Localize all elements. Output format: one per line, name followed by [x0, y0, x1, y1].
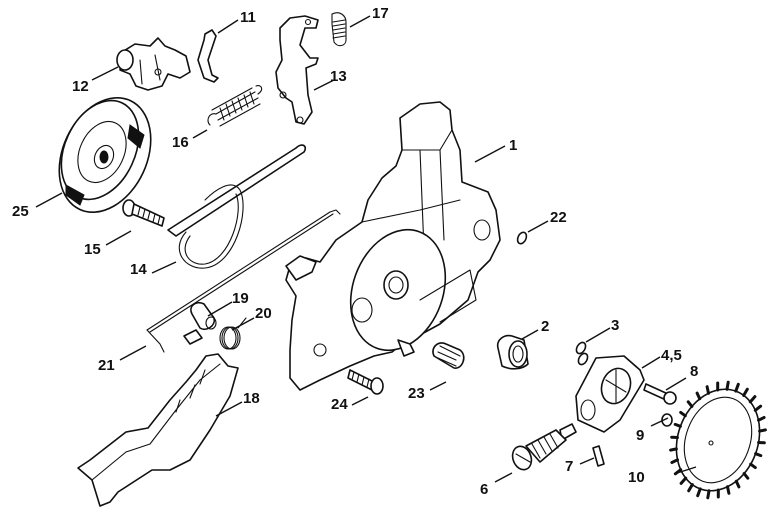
part-brake-band — [167, 144, 307, 269]
callout-3: 3 — [611, 317, 619, 334]
part-tension-spring — [207, 85, 263, 127]
part-lever — [275, 15, 319, 125]
part-small-spring — [331, 12, 347, 47]
part-clutch-drum — [58, 96, 152, 214]
part-washer — [661, 413, 673, 427]
callout-19: 19 — [232, 290, 249, 307]
part-screw-24 — [347, 369, 384, 395]
part-bushing — [496, 334, 529, 370]
part-filter-screen — [432, 342, 465, 369]
callout-8: 8 — [690, 363, 698, 380]
part-crankcase — [285, 101, 501, 391]
part-o-ring-22 — [516, 231, 528, 245]
callout-20: 20 — [255, 305, 272, 322]
callout-labels: 1 2 3 4,5 6 7 8 9 10 11 12 13 14 15 16 1… — [12, 5, 698, 498]
callout-23: 23 — [408, 385, 425, 402]
callout-2: 2 — [541, 318, 549, 335]
callout-16: 16 — [172, 134, 189, 151]
callout-4-5: 4,5 — [661, 347, 682, 364]
part-oil-pump-body — [575, 355, 645, 433]
callout-15: 15 — [84, 241, 101, 258]
part-rod — [146, 209, 341, 353]
part-torsion-spring — [219, 317, 247, 350]
callout-17: 17 — [372, 5, 389, 22]
callout-13: 13 — [330, 68, 347, 85]
callout-14: 14 — [130, 261, 147, 278]
callout-6: 6 — [480, 481, 488, 498]
part-worm-shaft — [511, 423, 577, 471]
callout-22: 22 — [550, 209, 567, 226]
part-hand-guard — [77, 353, 239, 507]
callout-12: 12 — [72, 78, 89, 95]
callout-11: 11 — [240, 9, 256, 26]
callout-21: 21 — [98, 357, 115, 374]
part-bell-crank — [116, 37, 191, 91]
callout-18: 18 — [243, 390, 260, 407]
callout-25: 25 — [12, 203, 29, 220]
callout-1: 1 — [509, 137, 517, 154]
callout-9: 9 — [636, 427, 644, 444]
leader-lines — [35, 15, 697, 483]
callout-10: 10 — [628, 469, 645, 486]
part-o-rings — [575, 341, 589, 366]
part-pin — [592, 445, 605, 467]
part-screw-15 — [122, 199, 165, 227]
callout-24: 24 — [331, 396, 348, 413]
part-sprocket-gear — [669, 380, 767, 500]
part-clip — [197, 29, 219, 83]
part-collar — [183, 301, 217, 345]
callout-7: 7 — [565, 458, 573, 475]
part-screw-8 — [643, 383, 677, 405]
